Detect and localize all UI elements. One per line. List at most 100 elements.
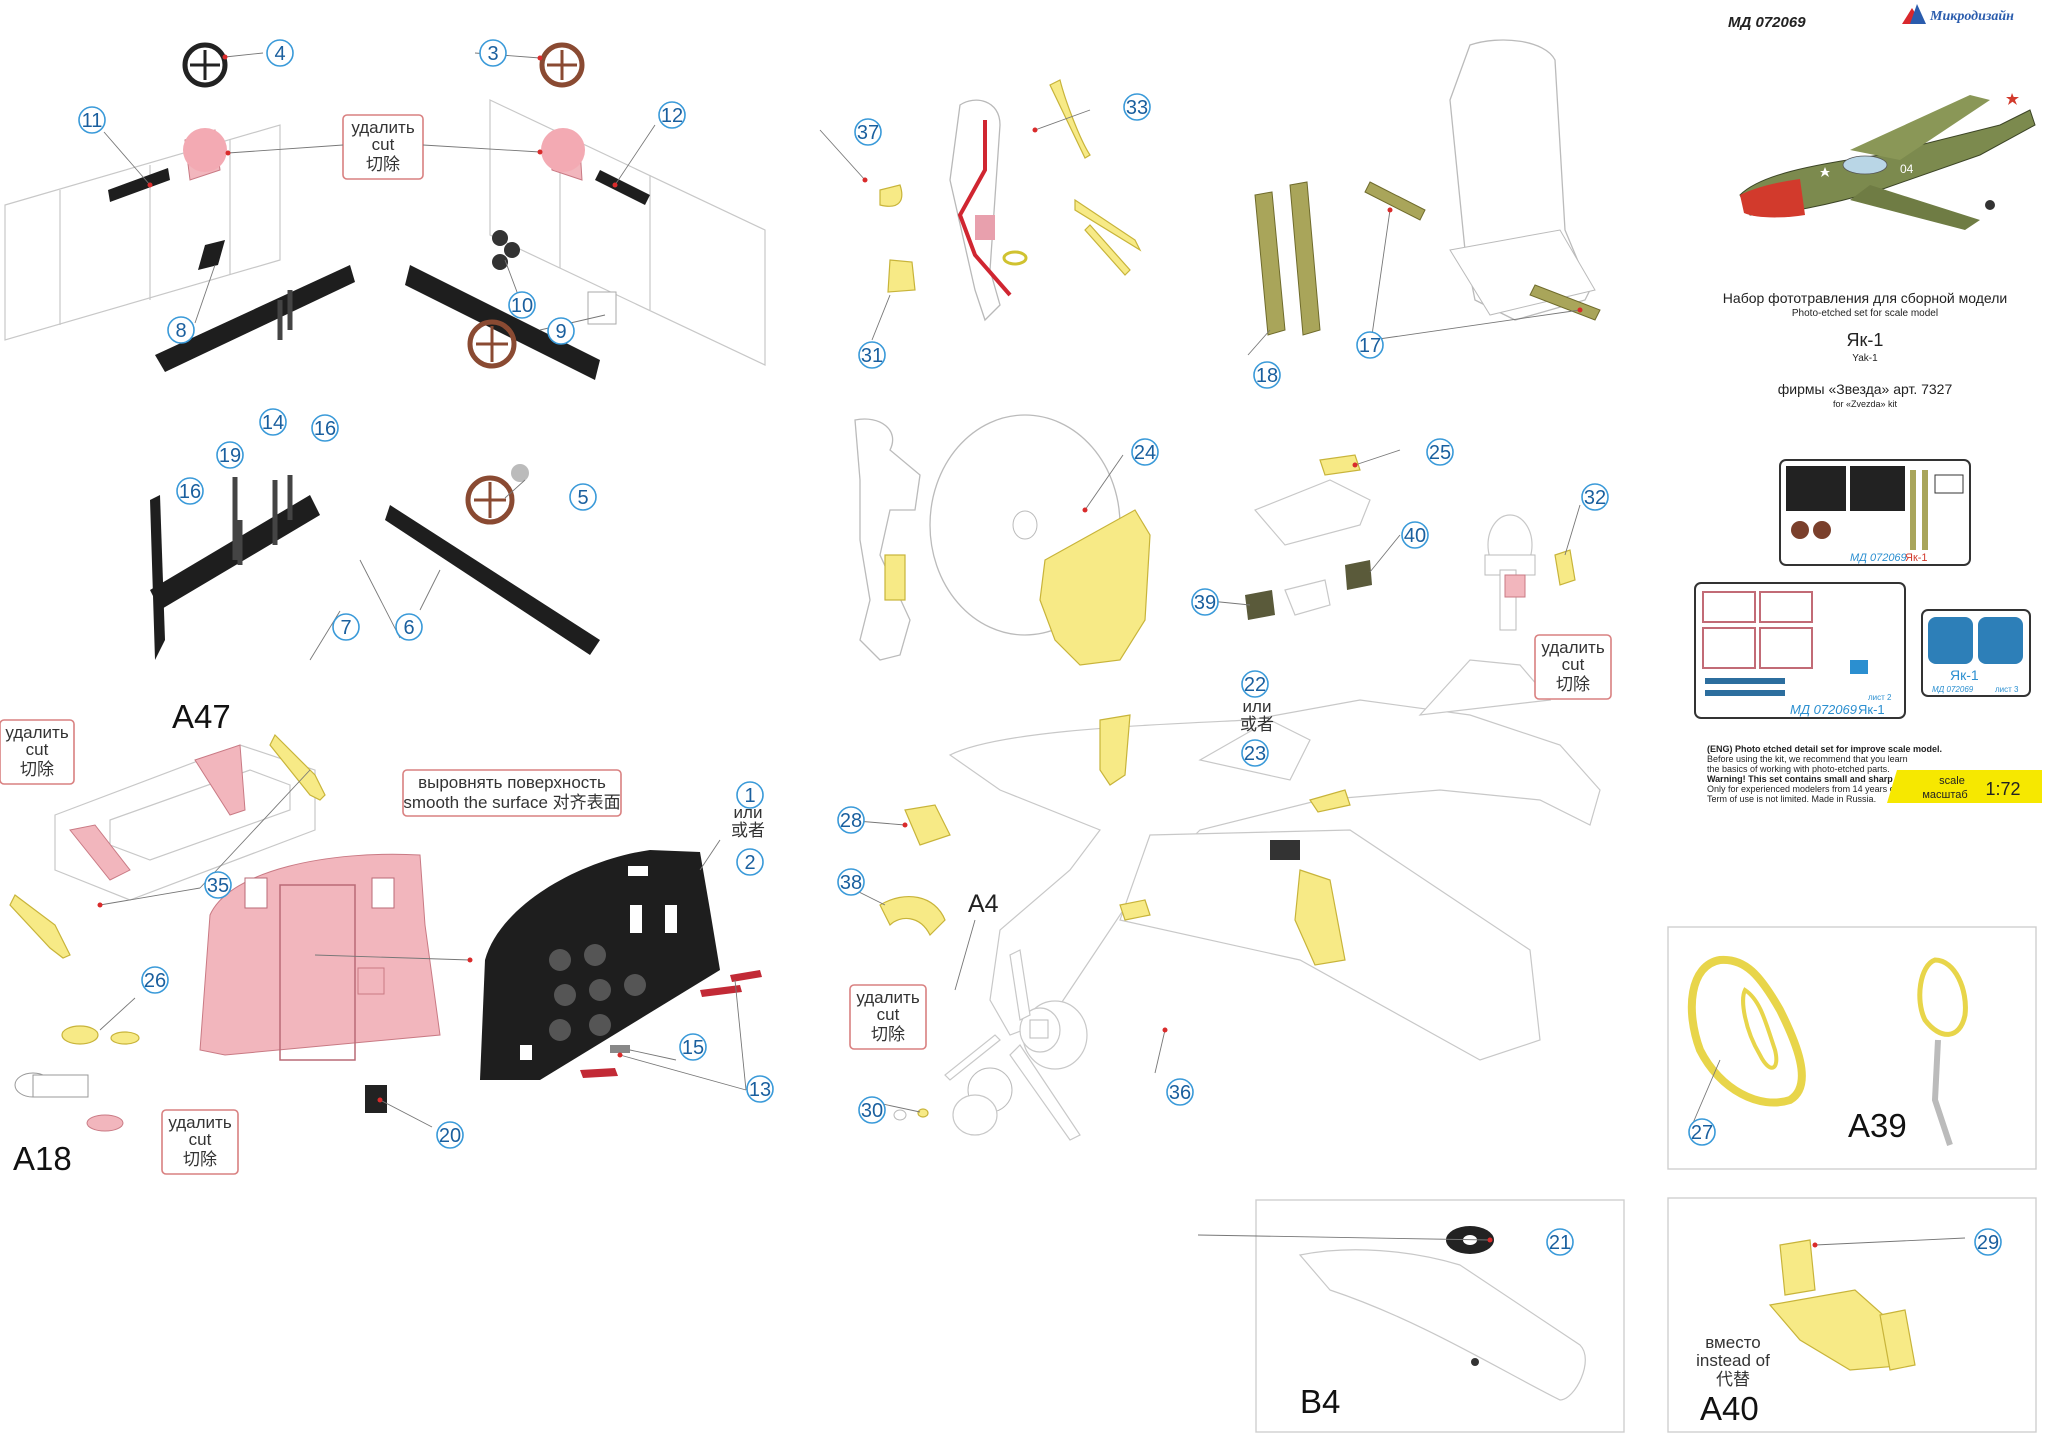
svg-text:21: 21 (1549, 1232, 1571, 1254)
svg-text:cut: cut (372, 135, 395, 154)
callout-20: 20 (436, 1121, 464, 1149)
attachment-dots (97, 54, 1818, 1248)
svg-text:或者: 或者 (731, 821, 765, 840)
fret2-code: МД 072069 (1790, 702, 1857, 717)
callout-1: 1 (736, 781, 764, 809)
warning-notice: (ENG) Photo etched detail set for improv… (1707, 744, 1942, 804)
cut-area-right (541, 128, 585, 172)
svg-text:13: 13 (749, 1079, 771, 1101)
callout-3: 3 (479, 39, 507, 67)
fret2-list: лист 2 (1868, 693, 1892, 702)
svg-text:28: 28 (840, 810, 862, 832)
svg-text:cut: cut (26, 740, 49, 759)
callout-32: 32 (1581, 483, 1609, 511)
scale-value: 1:72 (1985, 779, 2020, 799)
svg-text:30: 30 (861, 1100, 883, 1122)
callout-38: 38 (837, 868, 865, 896)
notice-line-6: Term of use is not limited. Made in Russ… (1707, 794, 1876, 804)
part-13-pedals (580, 970, 762, 1078)
svg-text:38: 38 (840, 872, 862, 894)
svg-text:9: 9 (555, 321, 566, 343)
callout-6: 6 (395, 613, 423, 641)
svg-text:15: 15 (682, 1037, 704, 1059)
svg-text:18: 18 (1256, 365, 1278, 387)
callout-35: 35 (204, 871, 232, 899)
svg-text:切除: 切除 (366, 155, 400, 174)
instrument-panel-backplate (199, 853, 441, 1061)
svg-text:24: 24 (1134, 442, 1156, 464)
callout-2: 2 (736, 848, 764, 876)
trim-handwheel-3 (539, 42, 585, 88)
callout-11: 11 (78, 106, 106, 134)
propeller-spinner (893, 1094, 998, 1136)
svg-text:39: 39 (1194, 592, 1216, 614)
svg-text:вместо: вместо (1705, 1333, 1761, 1352)
svg-text:cut: cut (1562, 655, 1585, 674)
control-stick (879, 79, 1142, 322)
svg-text:33: 33 (1126, 97, 1148, 119)
callout-26: 26 (141, 966, 169, 994)
svg-text:35: 35 (207, 875, 229, 897)
instead-of-label: вместо instead of 代替 (1696, 1333, 1770, 1389)
svg-text:切除: 切除 (20, 760, 54, 779)
svg-text:cut: cut (877, 1005, 900, 1024)
cut-label-a47: удалить cut 切除 (0, 719, 75, 785)
svg-text:10: 10 (511, 295, 533, 317)
fret-sheet-1: МД 072069 Як-1 (1779, 459, 1971, 566)
model-name-en: Yak-1 (1852, 353, 1878, 364)
callout-9: 9 (547, 317, 575, 345)
callouts: 1 2 3 4 5 6 7 8 9 10 11 12 13 14 15 16 1… (78, 39, 2002, 1256)
callout-25: 25 (1426, 438, 1454, 466)
part-5-disk (511, 464, 529, 482)
svg-text:切除: 切除 (1556, 675, 1590, 694)
brand-name: Микродизайн (1929, 9, 2014, 24)
svg-text:20: 20 (439, 1125, 461, 1147)
panel-a40 (1667, 1197, 2037, 1433)
kit-part-a47: A47 (172, 698, 231, 735)
cockpit-sidewall-right (385, 99, 766, 655)
svg-text:выровнять поверхность: выровнять поверхность (418, 773, 606, 792)
part-a47-assembly (9, 733, 326, 959)
header: МД 072069 Микродизайн 04 Набор фототравл… (1723, 4, 2036, 409)
set-title-ru: Набор фототравления для сборной модели (1723, 290, 2007, 306)
kit-ref-ru: фирмы «Звезда» арт. 7327 (1778, 381, 1953, 397)
scale-label-en: scale (1939, 775, 1965, 787)
smooth-surface-label: выровнять поверхность smooth the surface… (402, 769, 622, 817)
callout-21: 21 (1546, 1228, 1574, 1256)
callout-8: 8 (167, 316, 195, 344)
notice-line-5: Only for experienced modelers from 14 ye… (1707, 784, 1904, 794)
svg-text:5: 5 (577, 487, 588, 509)
callout-10: 10 (508, 291, 536, 319)
trim-handwheel-mounted (467, 319, 517, 369)
callout-19: 19 (216, 441, 244, 469)
svg-text:32: 32 (1584, 487, 1606, 509)
svg-text:切除: 切除 (183, 1150, 217, 1169)
cut-area-left (183, 128, 227, 172)
kit-part-b4: B4 (1300, 1383, 1340, 1420)
kit-part-a39: A39 (1848, 1107, 1907, 1144)
part-20-placard (365, 1085, 387, 1113)
svg-text:19: 19 (219, 445, 241, 467)
yak1-aircraft-illustration: 04 (1739, 93, 2036, 230)
svg-text:удалить: удалить (168, 1113, 232, 1132)
set-code: МД 072069 (1728, 14, 1806, 31)
smooth-surface-en-zh: smooth the surface 对齐表面 (403, 793, 620, 812)
panel-a39 (1667, 926, 2037, 1170)
svg-text:26: 26 (144, 970, 166, 992)
cut-label-top: удалить cut 切除 (342, 114, 424, 180)
fret1-code: МД 072069 (1850, 552, 1907, 564)
callout-28: 28 (837, 806, 865, 834)
svg-text:удалить: удалить (351, 118, 415, 137)
svg-text:14: 14 (262, 412, 284, 434)
or-label-22-23: или 或者 (1240, 697, 1274, 734)
svg-text:25: 25 (1429, 442, 1451, 464)
callout-37: 37 (854, 118, 882, 146)
callout-23: 23 (1241, 739, 1269, 767)
part-a18-mount (14, 1025, 140, 1132)
scale-badge: scale масштаб 1:72 (1887, 770, 2042, 803)
svg-text:8: 8 (175, 320, 186, 342)
svg-text:切除: 切除 (871, 1025, 905, 1044)
svg-text:代替: 代替 (1716, 1370, 1750, 1389)
notice-line-1: (ENG) Photo etched detail set for improv… (1707, 744, 1942, 754)
callout-29: 29 (1974, 1228, 2002, 1256)
